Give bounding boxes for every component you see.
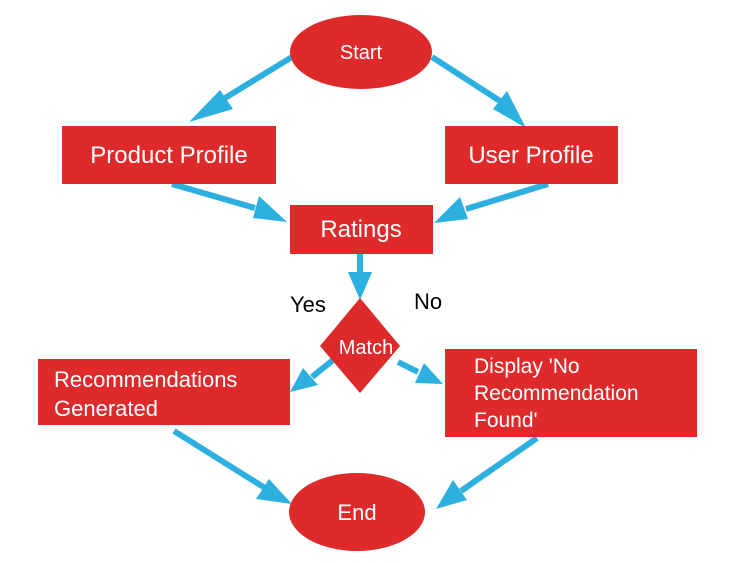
recommendations-label-line-2: Generated [54,396,158,421]
start-node: Start [290,15,432,89]
edge-user-profile-to-ratings [434,181,549,223]
product-profile-node: Product Profile [62,126,276,184]
yes-edge-label: Yes [290,292,326,317]
recommendations-generated-node: Recommendations Generated [38,359,290,425]
no-recommendation-label-line-3: Found' [474,409,538,432]
display-no-recommendation-node: Display 'No Recommendation Found' [445,349,697,437]
edge-product-profile-to-ratings [171,181,287,222]
product-profile-label: Product Profile [90,142,247,169]
edge-display-no-recommendation-to-end [436,435,539,509]
edge-start-to-product-profile [189,54,294,122]
edge-match-yes-to-recommendations [290,357,335,392]
ratings-node: Ratings [290,205,433,254]
end-node: End [289,473,425,551]
edge-match-no-to-display-no-recommendation [396,359,443,384]
edge-ratings-to-match [348,254,372,300]
no-recommendation-label-line-1: Display 'No [474,355,580,378]
user-profile-node: User Profile [445,126,618,184]
user-profile-label: User Profile [468,142,593,169]
match-label: Match [339,337,393,359]
match-decision-node: Match [320,298,400,393]
start-label: Start [340,42,383,64]
edge-recommendations-to-end [172,428,292,504]
no-recommendation-label-line-2: Recommendation [474,382,639,405]
ratings-label: Ratings [320,216,401,243]
end-label: End [337,500,376,525]
edge-start-to-user-profile [430,54,526,128]
recommendations-label-line-1: Recommendations [54,367,237,392]
no-edge-label: No [414,289,442,314]
